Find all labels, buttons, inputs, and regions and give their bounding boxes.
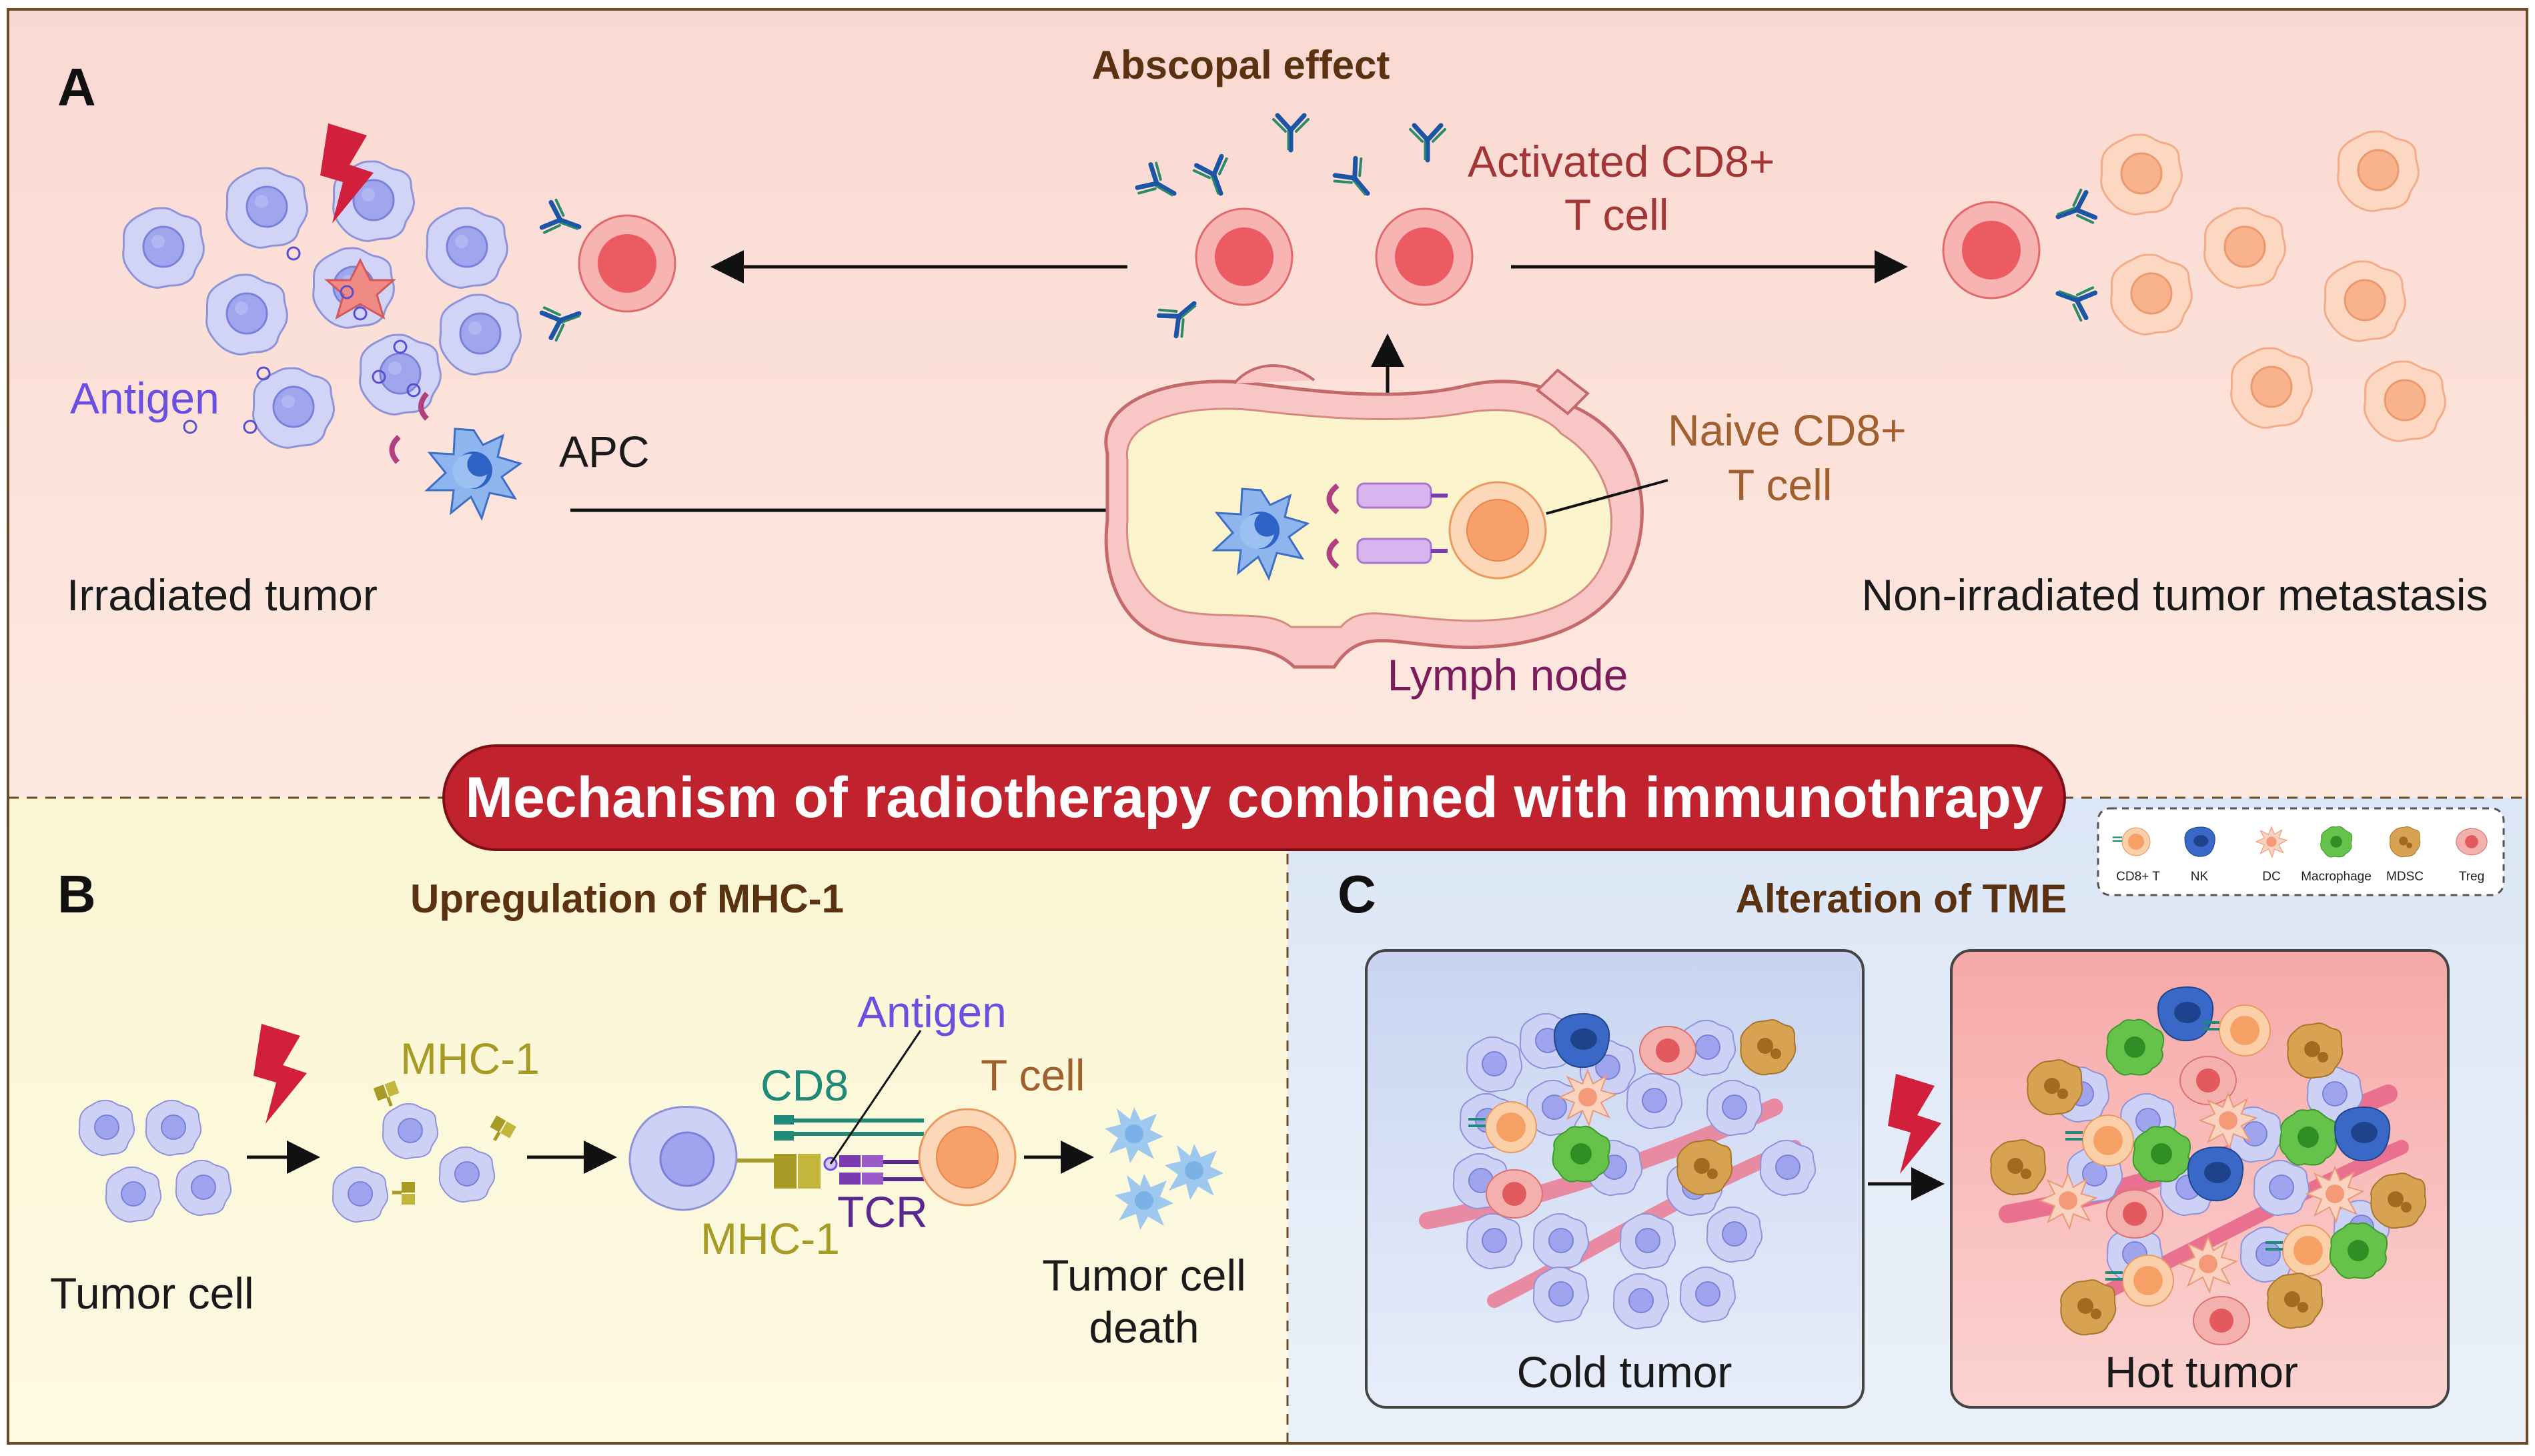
legend-label: MDSC (2386, 870, 2424, 884)
irradiated-tumor-cluster (122, 160, 522, 449)
panel-c-title: Alteration of TME (1736, 876, 2067, 921)
hot-tumor-cells (1990, 986, 2427, 1345)
antigen-dots (183, 246, 421, 434)
panel-b-title: Upregulation of MHC-1 (410, 876, 844, 921)
panel-b: B Upregulation of MHC-1 Tumor cell MHC-1 (50, 864, 1246, 1352)
label-lymph-node: Lymph node (1388, 650, 1628, 700)
tumor-tcell-synapse (628, 1030, 924, 1211)
figure-border (7, 8, 2528, 1445)
naive-t-cell-icon (1448, 481, 1547, 580)
panel-c: C Alteration of TME CD8+ T NK DC Macroph… (1338, 807, 2505, 1409)
lymph-node (1104, 364, 1644, 669)
label-metastasis: Non-irradiated tumor metastasis (1861, 570, 2488, 620)
legend-label: Treg (2459, 870, 2484, 884)
panel-b-letter: B (57, 864, 96, 924)
label-irradiated-tumor: Irradiated tumor (67, 570, 378, 620)
macrophage-icon (2320, 826, 2353, 858)
title-banner: Mechanism of radiotherapy combined with … (442, 744, 2066, 851)
cold-tumor-cells (1419, 1013, 1817, 1330)
t-cell-b-icon (918, 1108, 1017, 1207)
label-activated-cd8-1: Activated CD8+ (1468, 137, 1774, 186)
banner-title: Mechanism of radiotherapy combined with … (465, 766, 2043, 830)
legend-label: Macrophage (2301, 870, 2372, 884)
effector-t-cell-right (1942, 201, 2041, 299)
legend-label: DC (2262, 870, 2280, 884)
nk-cell-icon (2184, 826, 2215, 857)
label-mhc-bottom: MHC-1 (700, 1214, 840, 1263)
label-antigen-a: Antigen (70, 374, 219, 423)
label-apc: APC (559, 427, 650, 476)
legend-label: CD8+ T (2116, 870, 2160, 884)
effector-t-cell-left (578, 214, 676, 313)
activated-t-cell-1 (1195, 207, 1294, 306)
panel-a-letter: A (57, 57, 96, 117)
damaged-cell-star-icon (324, 257, 396, 320)
panel-a-title: Abscopal effect (1092, 43, 1390, 87)
label-naive-cd8-2: T cell (1728, 460, 1833, 510)
label-naive-cd8-1: Naive CD8+ (1668, 406, 1907, 455)
label-cold-tumor: Cold tumor (1517, 1347, 1732, 1397)
label-t-cell-b: T cell (981, 1050, 1085, 1100)
mdsc-icon (2390, 826, 2421, 858)
label-antigen-b: Antigen (857, 987, 1007, 1036)
label-tcr: TCR (837, 1187, 928, 1237)
apc-receptors (389, 392, 430, 464)
label-tumor-cell: Tumor cell (50, 1269, 254, 1318)
naive-leader-line (1546, 479, 1668, 515)
label-death-1: Tumor cell (1042, 1251, 1246, 1300)
label-mhc-top: MHC-1 (400, 1034, 540, 1083)
panel-c-letter: C (1338, 864, 1376, 924)
label-cd8: CD8 (760, 1060, 849, 1110)
label-hot-tumor: Hot tumor (2105, 1347, 2298, 1397)
legend-label: NK (2191, 870, 2209, 884)
treg-icon (2456, 828, 2488, 856)
tcr-mhc-complex (1326, 482, 1448, 570)
cell-type-legend: CD8+ T NK DC Macrophage MDSC Treg (2097, 807, 2505, 896)
activated-t-cell-2 (1375, 207, 1474, 306)
label-death-2: death (1089, 1303, 1199, 1352)
label-activated-cd8-2: T cell (1564, 190, 1669, 239)
panel-a: A Abscopal effect Antigen (57, 43, 2488, 700)
